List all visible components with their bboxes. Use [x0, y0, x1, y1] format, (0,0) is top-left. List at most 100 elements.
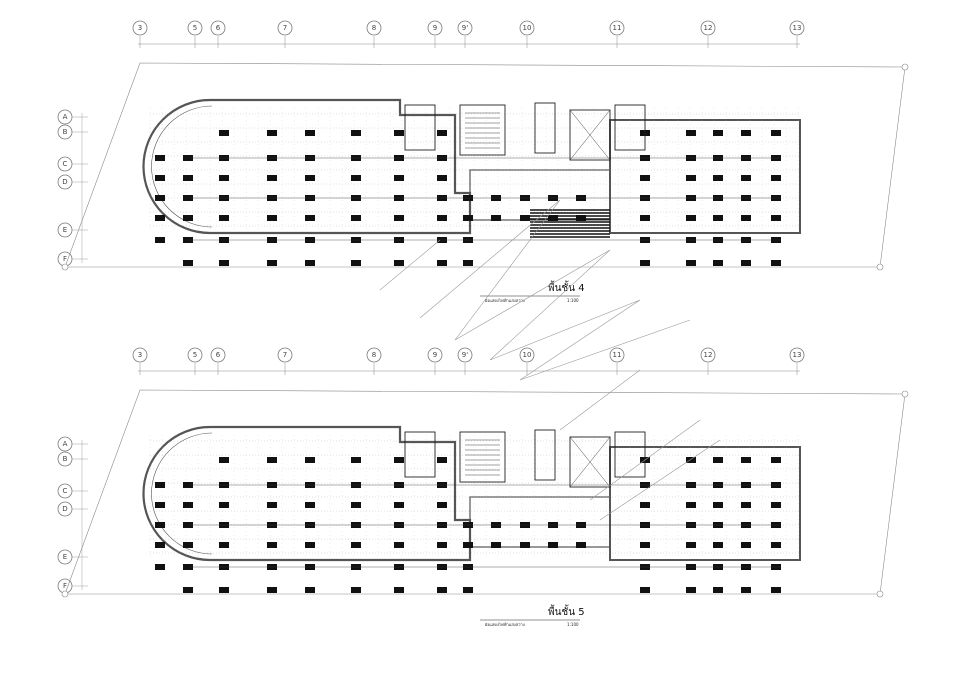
light-fixture [437, 260, 447, 266]
grid-label: 11 [613, 351, 622, 359]
grid-bubble-8 [366, 347, 382, 363]
sketch-line [454, 199, 561, 341]
light-fixture [183, 260, 193, 266]
light-fixture [713, 502, 723, 508]
light-fixture [267, 502, 277, 508]
grid-label: 7 [283, 351, 287, 359]
plan-subtitle: ผังแสดงไฟฟ้าแสงสว่าง [485, 622, 525, 627]
light-fixture [741, 260, 751, 266]
light-fixture [640, 260, 650, 266]
light-fixture [219, 502, 229, 508]
light-fixture [491, 215, 501, 221]
core-room [614, 104, 646, 151]
grid-bubble-11 [609, 347, 625, 363]
light-fixtures [149, 435, 800, 593]
core-room [534, 102, 556, 154]
grid-label: 6 [216, 24, 221, 32]
light-fixture [437, 215, 447, 221]
grid-bubble-12 [700, 20, 716, 36]
light-fixture [351, 502, 361, 508]
light-fixture [183, 522, 193, 528]
core-room [404, 104, 436, 151]
grid-label: 3 [138, 351, 142, 359]
light-fixture [183, 175, 193, 181]
light-fixture [183, 215, 193, 221]
light-fixture [741, 130, 751, 136]
light-fixture [219, 542, 229, 548]
markup-sketch-lines [379, 199, 721, 521]
light-fixture [741, 457, 751, 463]
sketch-line [454, 249, 611, 341]
light-fixture [713, 175, 723, 181]
grid-label: 9 [433, 24, 437, 32]
grid-label: B [63, 128, 68, 136]
grid-label: 7 [283, 24, 287, 32]
grid-label: C [63, 160, 68, 168]
light-fixture [713, 130, 723, 136]
light-fixture [183, 542, 193, 548]
boundary-marker [901, 63, 909, 71]
light-fixture [267, 130, 277, 136]
light-fixture [640, 587, 650, 593]
grid-bubble-5 [187, 20, 203, 36]
sketch-line [599, 439, 721, 521]
light-fixtures [149, 108, 800, 266]
light-fixture [155, 482, 165, 488]
sketch-line [519, 319, 691, 381]
grid-label: 9' [462, 351, 468, 359]
light-fixture [686, 457, 696, 463]
light-fixture [183, 502, 193, 508]
light-fixture [713, 215, 723, 221]
light-fixture [267, 457, 277, 463]
light-fixture [686, 542, 696, 548]
grid-bubble-11 [609, 20, 625, 36]
light-fixture [548, 215, 558, 221]
light-fixture [155, 215, 165, 221]
light-fixture [183, 237, 193, 243]
light-fixture [771, 457, 781, 463]
core-room [569, 109, 611, 161]
light-fixture [437, 502, 447, 508]
grid-bubble-13 [789, 20, 805, 36]
grid-bubble-9 [427, 20, 443, 36]
light-fixture [183, 155, 193, 161]
boundary-marker [876, 590, 884, 598]
grid-label: E [63, 226, 67, 234]
light-fixture [183, 587, 193, 593]
light-fixture [576, 542, 586, 548]
light-fixture [351, 260, 361, 266]
plan-scale: 1:100 [567, 298, 579, 303]
light-fixture [305, 542, 315, 548]
light-fixture [741, 175, 751, 181]
light-fixture [713, 542, 723, 548]
light-fixture [183, 195, 193, 201]
light-fixture [686, 215, 696, 221]
light-fixture [351, 130, 361, 136]
light-fixture [463, 542, 473, 548]
light-fixture [351, 175, 361, 181]
light-fixture [491, 542, 501, 548]
light-fixture [305, 587, 315, 593]
grid-label: F [63, 255, 67, 263]
grid-label: 10 [523, 24, 532, 32]
plan-subtitle: ผังแสดงไฟฟ้าแสงสว่าง [485, 298, 525, 303]
light-fixture [219, 260, 229, 266]
light-fixture [305, 457, 315, 463]
light-fixture [155, 502, 165, 508]
light-fixture [640, 215, 650, 221]
plan-title-block: พื้นชั้น 5 ผังแสดงไฟฟ้าแสงสว่าง 1:100 [480, 604, 585, 627]
grid-label: B [63, 455, 68, 463]
light-fixture [267, 260, 277, 266]
light-fixture [771, 587, 781, 593]
core-room [569, 436, 611, 488]
light-fixture [771, 215, 781, 221]
grid-label: 9 [433, 351, 437, 359]
grid-label: 10 [523, 351, 532, 359]
light-fixture [713, 260, 723, 266]
grid-label: 12 [704, 24, 713, 32]
grid-label: 12 [704, 351, 713, 359]
